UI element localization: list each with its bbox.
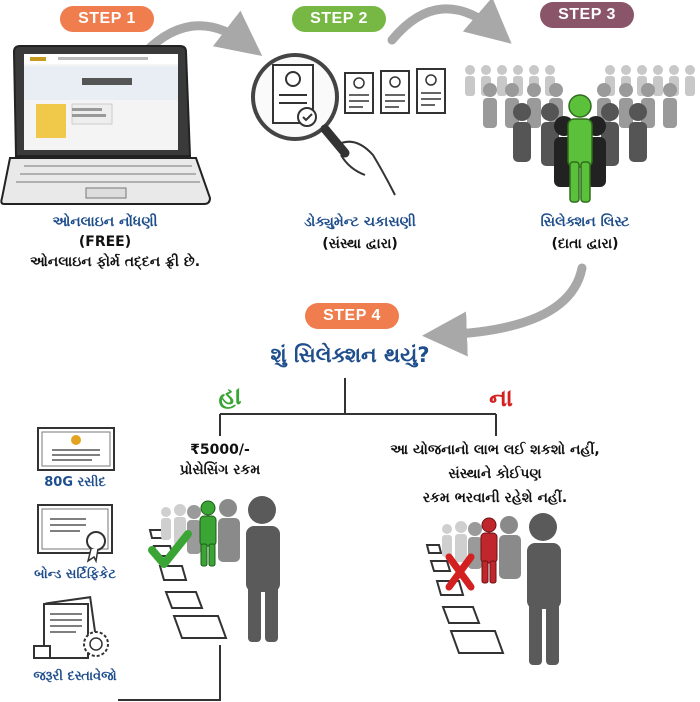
no-text-line-2: સંસ્થાને કોઈપણ <box>448 466 542 482</box>
selection-question: શું સિલેક્શન થયું? <box>270 343 430 367</box>
step-2-badge: STEP 2 <box>292 6 386 32</box>
step-1-caption-desc: ઓનલાઇન ફોર્મ તદ્દન ફ્રી છે. <box>29 254 201 270</box>
receipt-80g-label: 80G રસીદ <box>44 475 106 490</box>
step-4-badge: STEP 4 <box>305 303 399 329</box>
bond-certificate-label: બોન્ડ સર્ટિફિકેટ <box>34 567 116 582</box>
receipt-certificate-icon <box>37 427 115 471</box>
selection-crowd-icon <box>465 65 695 203</box>
no-text-line-1: આ યોજનાનો લાભ લઈ શકશો નહીં, <box>390 442 600 458</box>
doc-a <box>344 72 374 114</box>
step-3-caption-sub: (દાતા દ્વારા) <box>551 236 619 252</box>
step-1-caption-title: ઓનલાઇન નોંધણી <box>52 214 158 230</box>
step-3-badge: STEP 3 <box>540 2 634 28</box>
step-1-caption-free: (FREE) <box>78 234 132 250</box>
rejected-person-icon <box>480 517 498 584</box>
yes-label: હા <box>218 382 242 410</box>
rejected-queue-icon <box>425 513 561 665</box>
step-2-caption-title: ડોક્યુમેન્ટ ચકાસણી <box>304 214 416 230</box>
step-2-caption-sub: (સંસ્થા દ્વારા) <box>322 236 398 252</box>
cross-icon <box>445 553 475 591</box>
laptop-icon <box>0 45 212 205</box>
documents-label: જરૂરી દસ્તાવેજો <box>33 669 117 684</box>
yes-amount: ₹5000/- <box>190 442 250 458</box>
approved-queue-icon <box>148 496 280 642</box>
selected-person-icon <box>567 94 593 203</box>
bond-certificate-icon <box>37 504 113 564</box>
documents-stamp-icon <box>33 596 109 659</box>
no-label: ના <box>489 384 513 412</box>
check-icon <box>148 530 192 568</box>
document-verification-icon <box>251 53 446 196</box>
no-text-line-3: રકમ ભરવાની રહેશે નહીં. <box>422 490 568 506</box>
approved-person-icon <box>199 500 217 567</box>
step-1-badge: STEP 1 <box>60 6 154 32</box>
yes-processing-text: પ્રોસેસિંગ રકમ <box>179 462 261 478</box>
step-3-caption-title: સિલેક્શન લિસ્ટ <box>540 214 630 230</box>
